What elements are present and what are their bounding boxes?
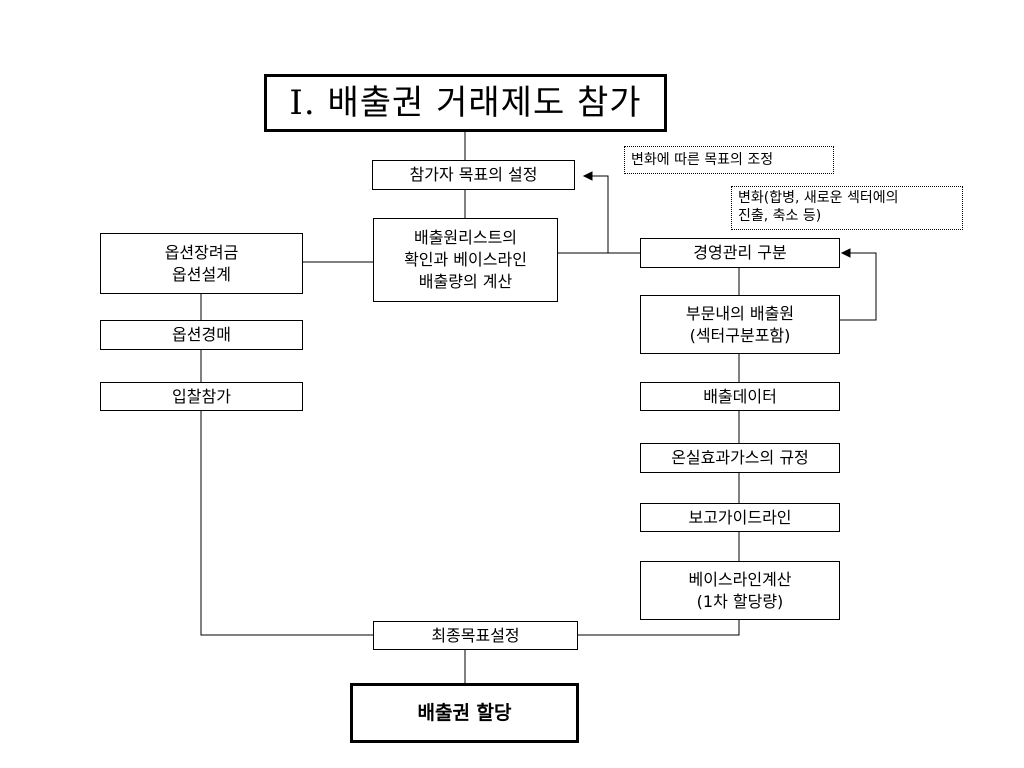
division-sources-line-1: 부문내의 배출원: [685, 303, 795, 323]
arrowhead-goal: [582, 171, 593, 181]
allocation-box: 배출권 할당: [350, 683, 579, 743]
final-goal-box: 최종목표설정: [373, 621, 578, 650]
connector-baseline-to-final: [578, 620, 740, 636]
note-change: 변화(합병, 새로운 섹터에의 진출, 축소 등): [731, 186, 963, 230]
division-sources-box: 부문내의 배출원 (섹터구분포함): [640, 295, 840, 354]
connector-feedback-to-goal: [592, 175, 609, 253]
arrowhead-management: [840, 248, 851, 258]
option-incentive-line-2: 옵션설계: [172, 264, 231, 284]
participant-goal-box: 참가자 목표의 설정: [372, 160, 575, 190]
management-division-box: 경영관리 구분: [640, 238, 840, 268]
option-incentive-box: 옵션장려금 옵션설계: [100, 233, 303, 294]
title-box: Ⅰ. 배출권 거래제도 참가: [264, 74, 667, 132]
connector-bid-to-final: [200, 411, 373, 636]
report-guideline-box: 보고가이드라인: [640, 503, 840, 532]
ghg-definition-box: 온실효과가스의 규정: [640, 443, 840, 473]
baseline-calc-line-2: (1차 할당량): [696, 591, 784, 611]
source-list-box: 배출원리스트의 확인과 베이스라인 배출량의 계산: [373, 218, 558, 302]
option-incentive-line-1: 옵션장려금: [164, 242, 239, 262]
option-auction-box: 옵션경매: [100, 320, 303, 350]
baseline-calc-box: 베이스라인계산 (1차 할당량): [640, 561, 840, 620]
note-change-line-2: 진출, 축소 등): [738, 208, 822, 224]
bid-participation-box: 입찰참가: [100, 382, 303, 411]
note-goal-adjustment: 변화에 따른 목표의 조정: [624, 146, 834, 174]
source-list-line-1: 배출원리스트의: [413, 228, 518, 247]
connector-loop-division: [840, 252, 877, 321]
source-list-line-2: 확인과 베이스라인: [404, 250, 527, 269]
emission-data-box: 배출데이터: [640, 382, 840, 411]
baseline-calc-line-1: 베이스라인계산: [688, 569, 792, 589]
note-change-line-1: 변화(합병, 새로운 섹터에의: [738, 190, 899, 206]
division-sources-line-2: (섹터구분포함): [689, 325, 791, 345]
source-list-line-3: 배출량의 계산: [418, 272, 513, 291]
